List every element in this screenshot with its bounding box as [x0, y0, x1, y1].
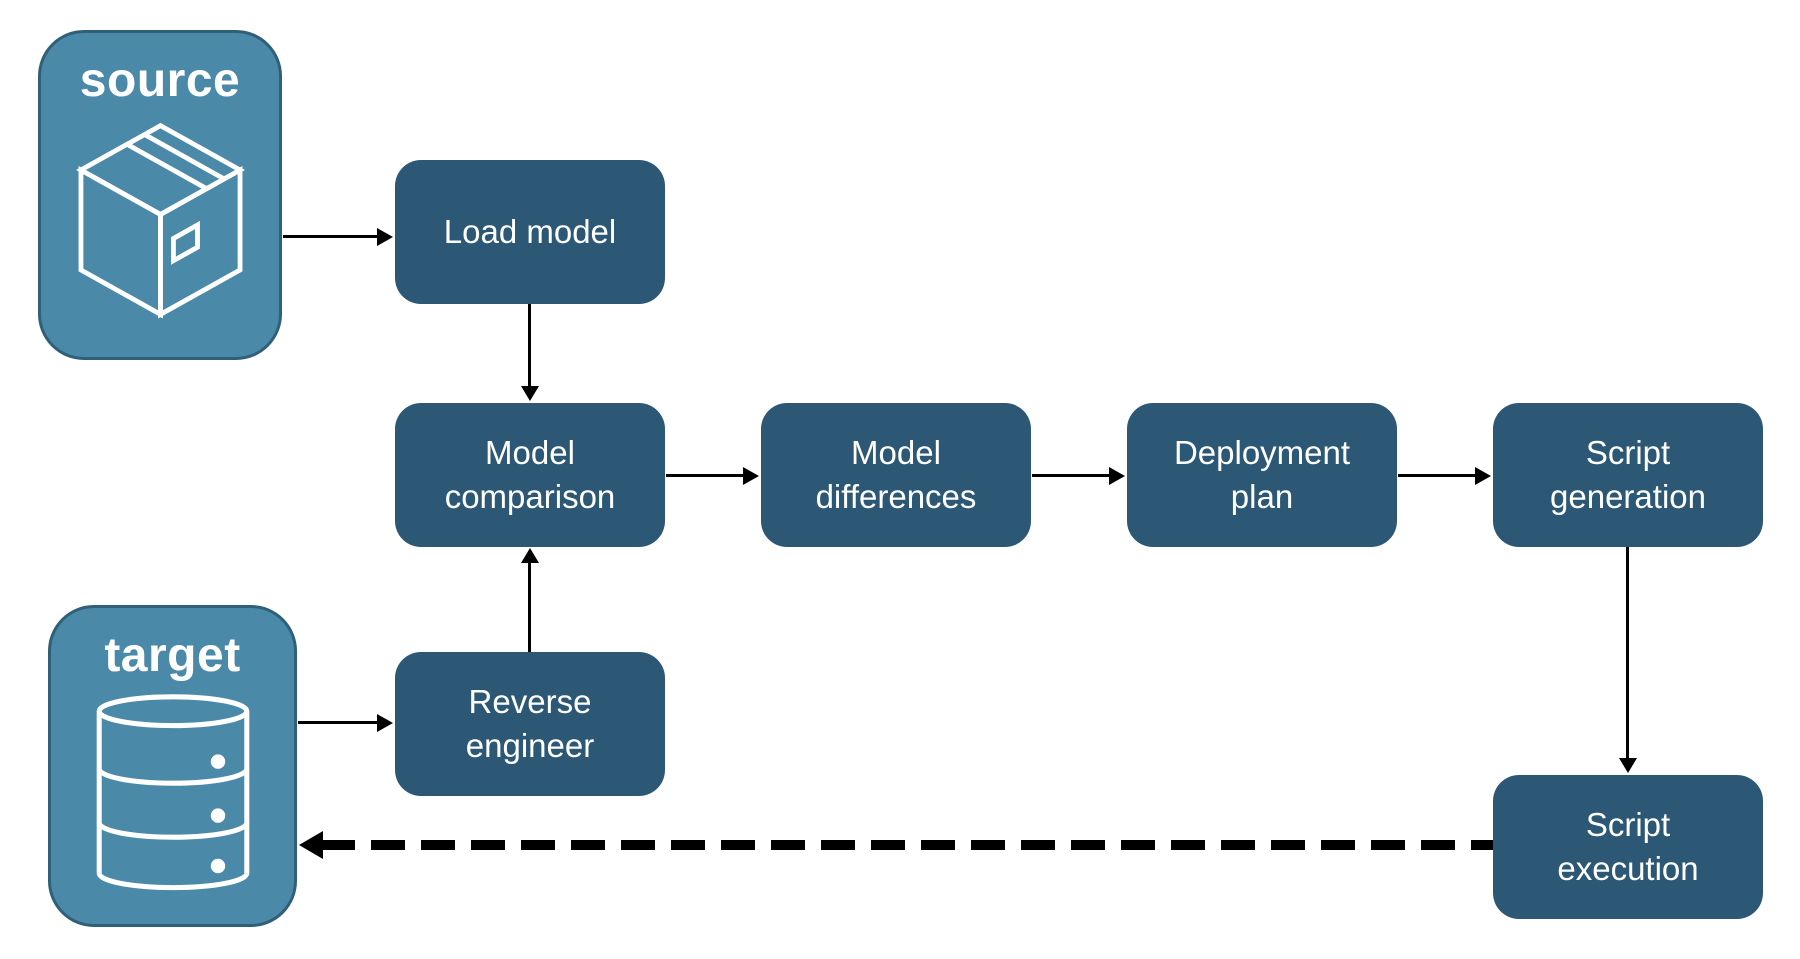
arrow-head-right-icon [1109, 467, 1125, 485]
process-label: Reverse [468, 683, 592, 720]
arrow-head-down-icon [1619, 758, 1637, 773]
arrow-head-right-icon [1475, 467, 1491, 485]
process-label: Load model [443, 213, 617, 250]
process-node-load-model: Load model [395, 160, 665, 304]
arrow-head-right-icon [743, 467, 759, 485]
process-label: Script [1585, 434, 1671, 471]
process-label: generation [1550, 478, 1706, 515]
process-node-script-generation: Script generation [1493, 403, 1763, 547]
arrow-head-down-icon [521, 386, 539, 401]
process-label: engineer [465, 727, 595, 764]
arrow-head-up-icon [521, 548, 539, 563]
process-label: Deployment [1173, 434, 1351, 471]
arrow-shaft [666, 474, 744, 477]
process-node-model-differences: Model differences [761, 403, 1031, 547]
process-label: differences [815, 478, 977, 515]
process-label: plan [1230, 478, 1294, 515]
process-node-deployment-plan: Deployment plan [1127, 403, 1397, 547]
process-label: Model [485, 434, 575, 471]
arrow-shaft [1398, 474, 1476, 477]
arrow-shaft [283, 235, 378, 238]
process-label: Model [851, 434, 941, 471]
target-entity-label: target [104, 629, 241, 682]
arrow-shaft [528, 563, 531, 652]
arrow-shaft [1626, 547, 1629, 758]
arrow-head-left-icon [299, 831, 323, 859]
process-label: Script [1585, 806, 1671, 843]
process-node-script-execution: Script execution [1493, 775, 1763, 919]
database-dots [210, 754, 225, 873]
arrow-shaft [1032, 474, 1110, 477]
process-label: comparison [444, 478, 616, 515]
arrow-head-right-icon [377, 714, 393, 732]
target-entity-box: target [48, 605, 297, 927]
package-icon [75, 122, 245, 319]
arrow-head-right-icon [377, 228, 393, 246]
source-entity-box: source [38, 30, 282, 360]
dashed-arrow-shaft [321, 840, 1493, 850]
arrow-shaft [528, 304, 531, 387]
source-entity-label: source [79, 54, 241, 107]
arrow-shaft [298, 721, 378, 724]
process-label: execution [1557, 850, 1699, 887]
process-node-model-comparison: Model comparison [395, 403, 665, 547]
process-node-reverse-engineer: Reverse engineer [395, 652, 665, 796]
database-icon [96, 694, 249, 890]
